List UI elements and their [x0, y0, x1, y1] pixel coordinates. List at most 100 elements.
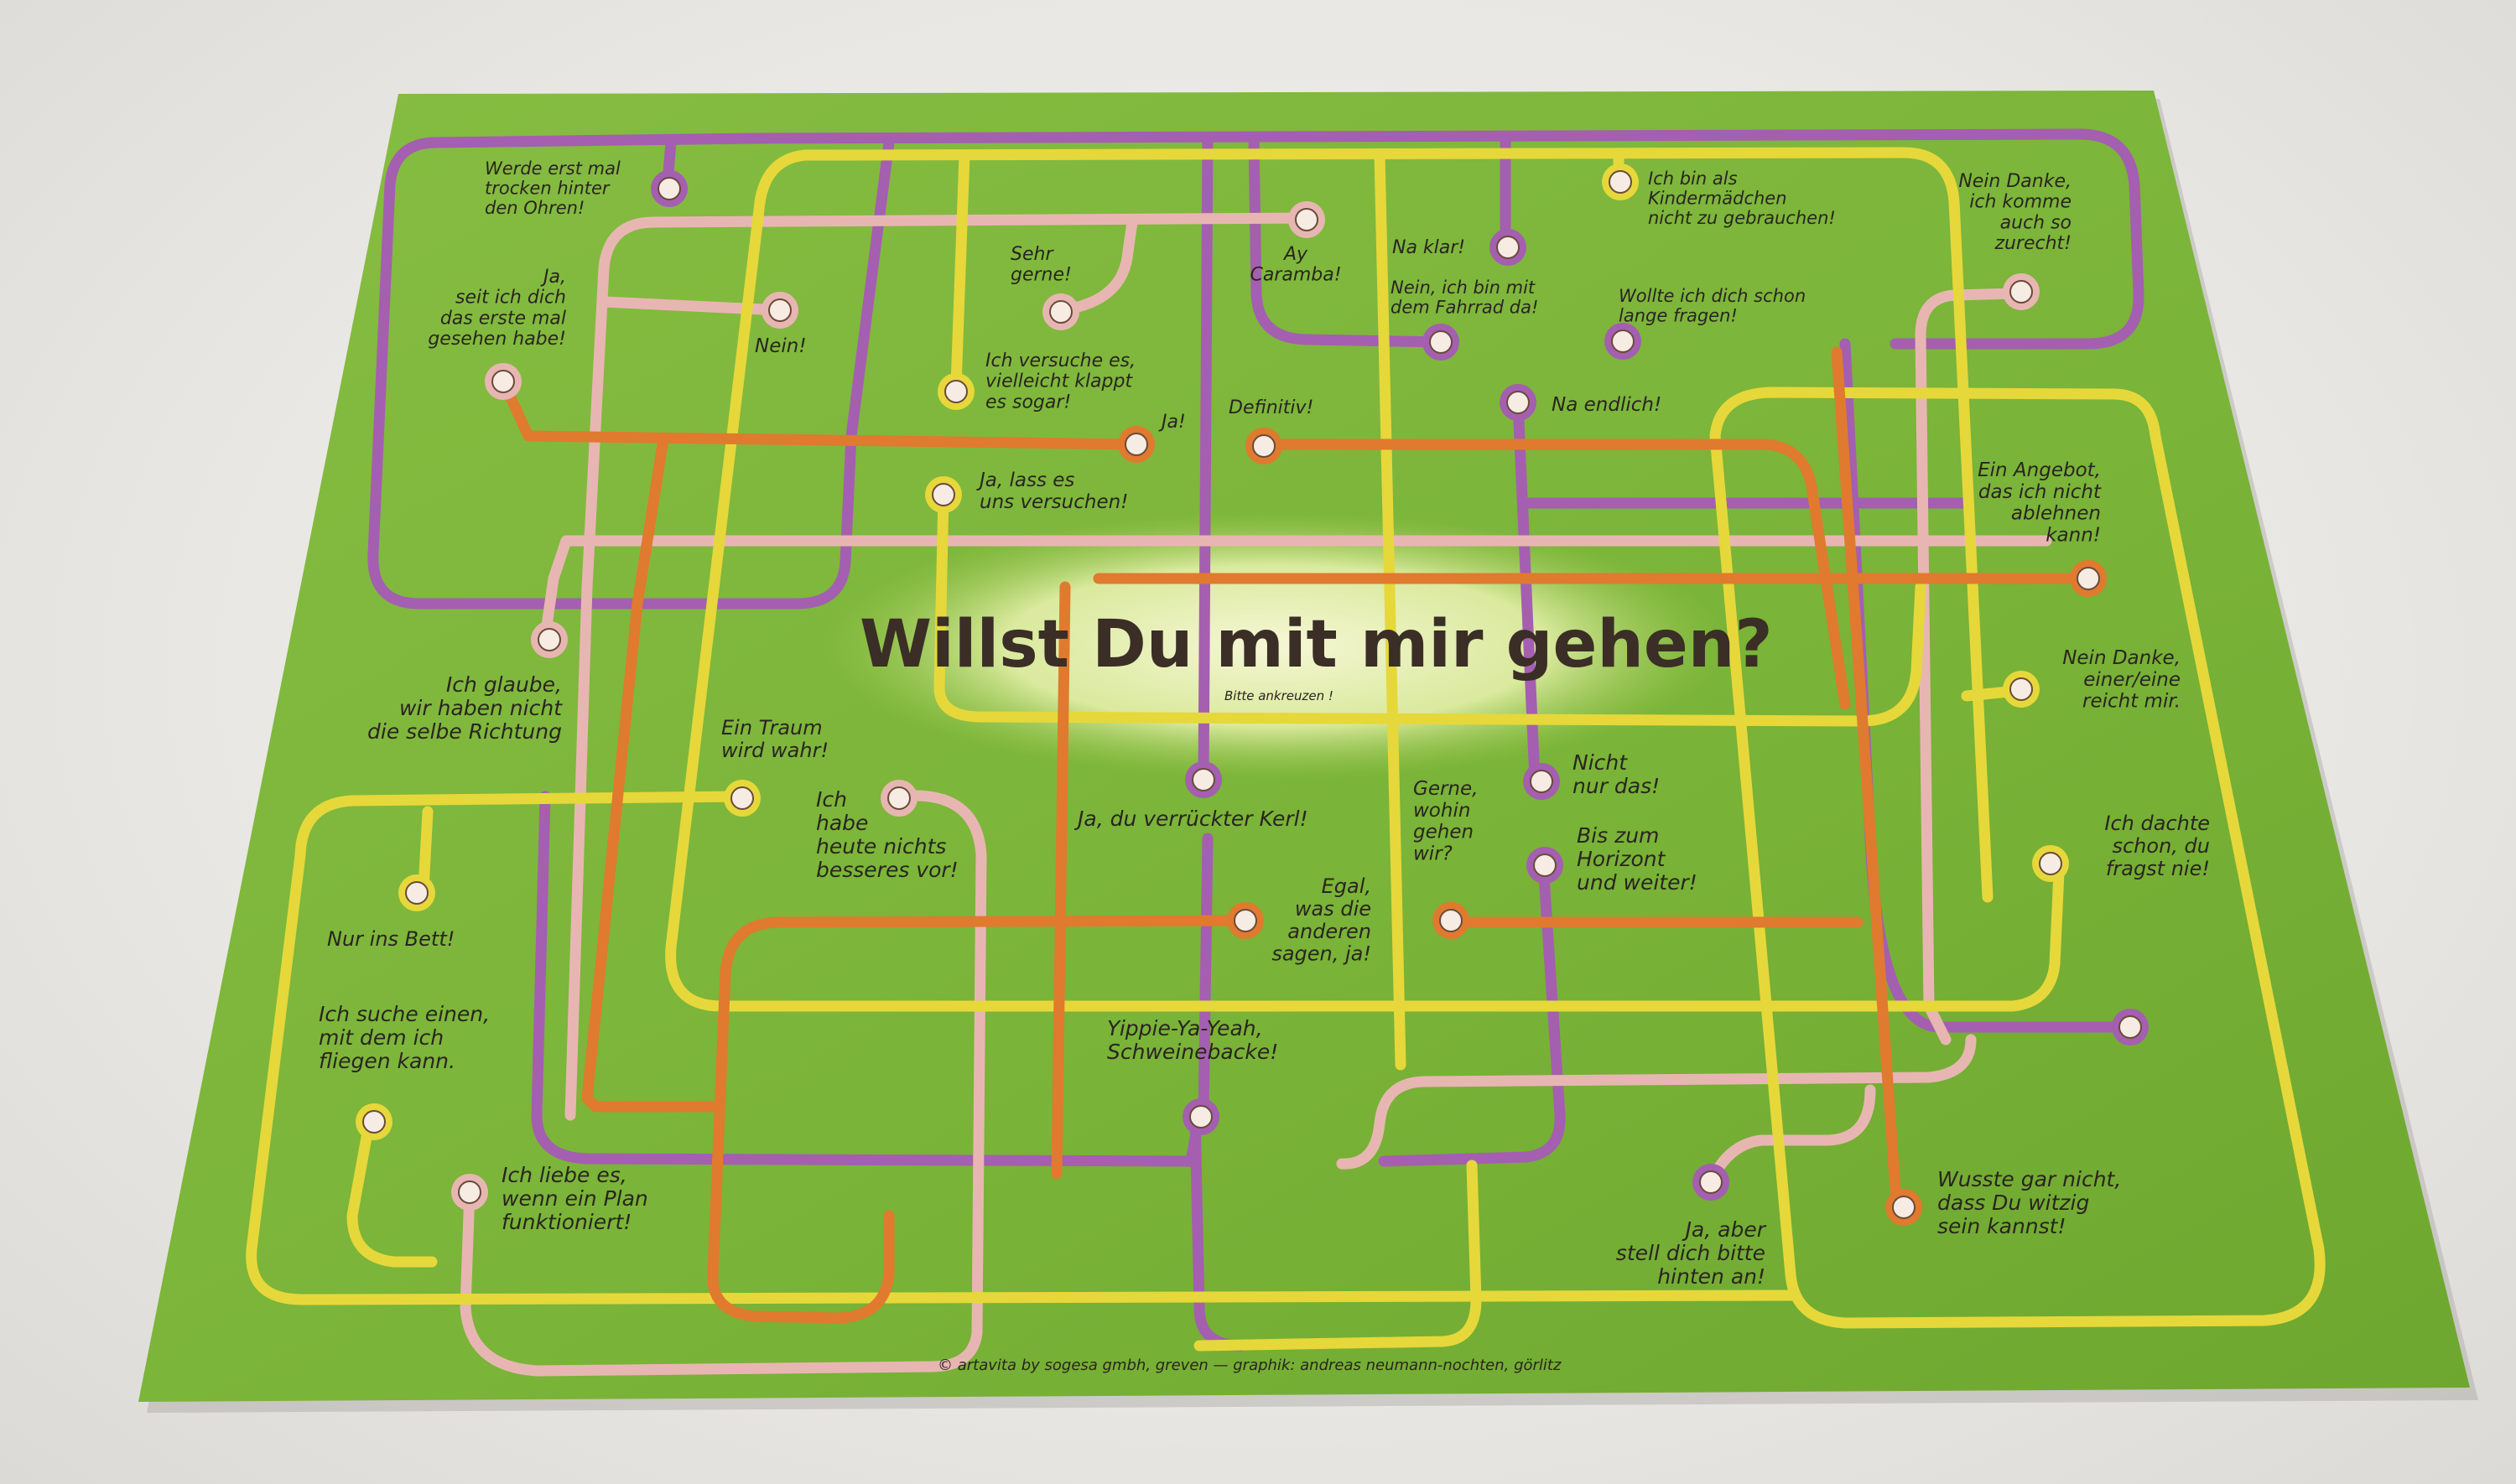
station-marker-center: [1699, 1170, 1723, 1194]
station-marker-center: [2009, 677, 2033, 701]
station-label-line: Wusste gar nicht,: [1937, 1167, 2121, 1191]
station-label-line: zurecht!: [1994, 233, 2072, 254]
station-marker-center: [2077, 567, 2100, 590]
station-label-line: mit dem ich: [319, 1025, 444, 1050]
station-label: Definitiv!: [1229, 397, 1313, 418]
pink-line-5: [1915, 288, 2023, 1046]
station-label-line: Sehr: [1011, 244, 1054, 265]
station-marker-center: [1530, 770, 1553, 793]
station-label-line: sagen, ja!: [1271, 942, 1371, 966]
station-label-line: wird wahr!: [721, 739, 829, 762]
yellow-line-vert-2: [1374, 149, 1406, 1071]
station-label-line: dem Fahrrad da!: [1391, 298, 1538, 318]
station-label-line: Ich liebe es,: [502, 1163, 627, 1187]
station-label-line: Ja, aber: [1682, 1217, 1767, 1242]
station-label-line: funktioniert!: [502, 1210, 632, 1234]
station-label-line: gerne!: [1011, 265, 1072, 286]
station-label-line: heute nichts: [816, 834, 946, 859]
station-marker-center: [1609, 170, 1632, 194]
station-label-line: lange fragen!: [1619, 306, 1738, 326]
yellow-line-bottom-u: [1193, 1160, 1482, 1352]
station-label-line: Ja,: [540, 267, 566, 288]
station-marker-center: [1439, 909, 1463, 932]
station-label-line: Ja, du verrückter Kerl!: [1073, 807, 1308, 831]
station-markers: [356, 163, 2149, 1226]
station-label-line: hinten an!: [1657, 1264, 1765, 1289]
pink-line-4: [539, 535, 2052, 643]
station-label-line: ablehnen: [2011, 503, 2101, 525]
yellow-line-right-box: [1709, 387, 2326, 1329]
station-marker-center: [1295, 208, 1318, 231]
station-label-line: Ich versuche es,: [985, 350, 1136, 371]
yellow-line-right-small: [1961, 686, 2014, 702]
station-label-line: Nein!: [755, 335, 807, 357]
station-marker-center: [768, 298, 792, 322]
purple-line-top-loop: [749, 128, 2144, 350]
station-label-line: wir?: [1413, 843, 1453, 864]
station-label-line: wir haben nicht: [399, 696, 563, 720]
station-label-line: ich komme: [1969, 192, 2072, 213]
station-label-line: wohin: [1413, 800, 1470, 822]
station-marker-center: [730, 786, 754, 810]
station-label-line: Bis zum: [1577, 823, 1659, 848]
yellow-line-left-big: [665, 149, 2065, 1012]
station-marker-center: [538, 628, 561, 651]
station-label-line: sein kannst!: [1937, 1214, 2066, 1238]
yellow-line-vert-1: [950, 149, 970, 392]
station-label-line: fragst nie!: [2106, 857, 2210, 880]
station-label-line: Ja, lass es: [976, 470, 1074, 491]
station-label-line: Ich bin als: [1648, 169, 1738, 189]
station-label-line: einer/eine: [2083, 669, 2181, 691]
station-label: Yippie-Ya-Yeah,Schweinebacke!: [1107, 1016, 1278, 1064]
poster-subtitle: Bitte ankreuzen !: [1224, 688, 1333, 703]
station-label-line: und weiter!: [1577, 870, 1697, 895]
yellow-line-stub-3: [418, 806, 434, 895]
station-label-line: Nur ins Bett!: [327, 927, 455, 951]
station-label-line: Egal,: [1322, 874, 1371, 898]
station-marker-center: [405, 881, 429, 905]
purple-line-vert-6: [1198, 833, 1214, 1117]
pink-line-7: [1336, 1034, 1977, 1170]
station-label-line: kann!: [2046, 524, 2101, 546]
station-label-line: Schweinebacke!: [1107, 1040, 1278, 1064]
station-marker-center: [1429, 330, 1453, 354]
station-marker-center: [944, 380, 968, 403]
station-label-line: nicht zu gebrauchen!: [1648, 208, 1836, 228]
poster-title: Willst Du mit mir gehen?: [860, 607, 1773, 682]
poster-credit: © artavita by sogesa gmbh, greven — grap…: [938, 1357, 1562, 1374]
station-marker-center: [362, 1110, 386, 1134]
station-marker-center: [1506, 391, 1530, 414]
station-label: Na endlich!: [1552, 394, 1661, 416]
station-marker-center: [1496, 236, 1520, 259]
purple-line-lower-loop: [1378, 858, 1566, 1167]
station-label-line: Na klar!: [1392, 237, 1465, 258]
station-label-line: was die: [1295, 897, 1371, 921]
station-label-line: auch so: [2000, 212, 2072, 233]
metro-lines: [246, 128, 2326, 1377]
station-label-line: fliegen kann.: [319, 1049, 455, 1073]
purple-line-left-loop: [367, 132, 895, 610]
station-marker-center: [1533, 854, 1557, 877]
station-label-line: schon, du: [2112, 834, 2210, 858]
station-label-line: gesehen habe!: [428, 329, 566, 350]
station-marker-center: [1189, 1105, 1213, 1129]
orange-line-1: [497, 376, 1142, 450]
pink-line-1: [564, 212, 1314, 1121]
station-label-line: habe: [816, 811, 868, 835]
purple-line-vert-3: [1248, 132, 1448, 348]
station-marker-center: [932, 483, 955, 506]
station-label-line: Nein Danke,: [2062, 647, 2181, 669]
station-marker-center: [887, 786, 911, 810]
station-label-line: gehen: [1413, 822, 1474, 843]
station-label-line: vielleicht klappt: [985, 371, 1133, 392]
